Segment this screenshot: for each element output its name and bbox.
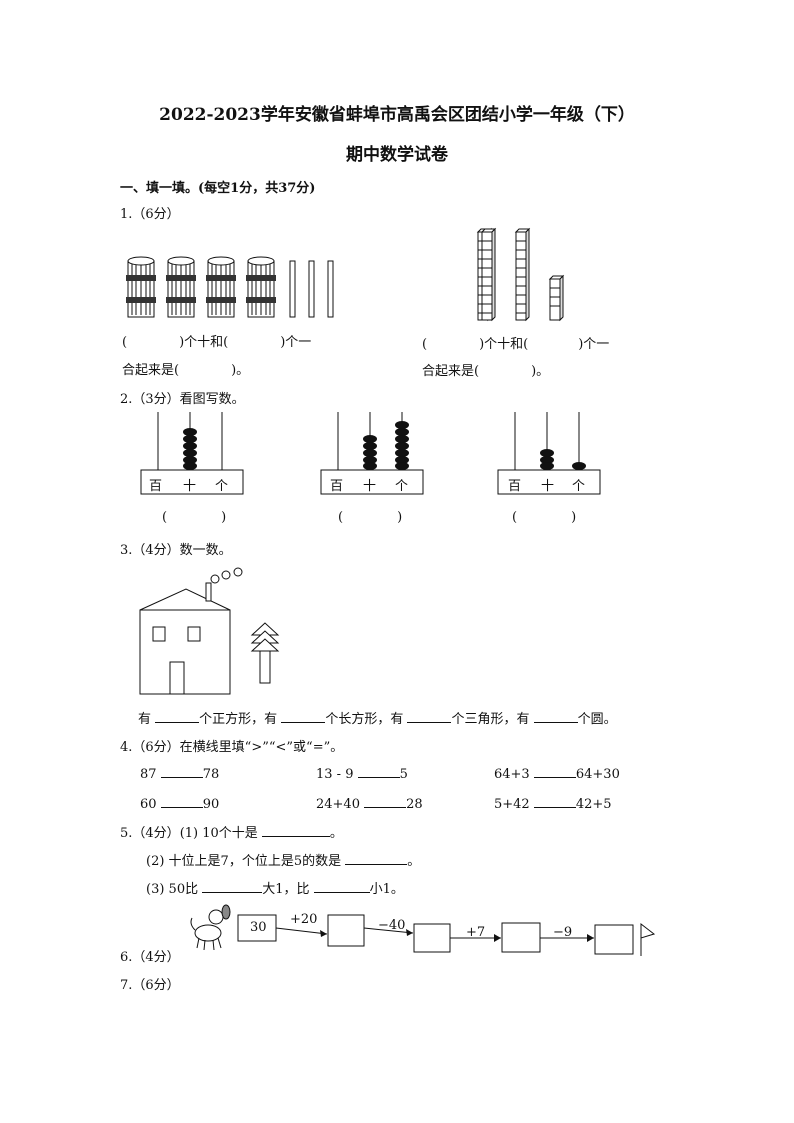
question-5-part3: (3) 50比 大1，比 小1。 <box>146 882 404 897</box>
abacus-1-answer: () <box>162 510 227 525</box>
compare-item: 64+3 64+30 <box>494 767 620 782</box>
q1-left-line1: ()个十和()个一 <box>122 335 312 350</box>
abacus-2-label-tens: 十 <box>363 479 377 494</box>
abacus-2 <box>320 412 424 495</box>
ten-blocks-figure <box>476 227 565 322</box>
question-3-label: 3.（4分）数一数。 <box>120 543 232 558</box>
chain-op-4: −9 <box>553 925 573 940</box>
abacus-3-answer: () <box>512 510 577 525</box>
abacus-2-label-hundreds: 百 <box>330 479 344 494</box>
question-6-label: 6.（4分） <box>120 950 180 965</box>
question-4-label: 4.（6分）在横线里填“>”“<”或“=”。 <box>120 740 344 755</box>
page-title: 2022-2023学年安徽省蚌埠市高禹会区团结小学一年级（下） <box>159 105 635 125</box>
chain-op-1: +20 <box>290 912 318 927</box>
chain-start-value: 30 <box>250 920 267 935</box>
chain-op-3: +7 <box>466 925 486 940</box>
compare-item: 5+42 42+5 <box>494 797 612 812</box>
house-and-tree-figure <box>139 567 280 695</box>
chain-op-2: −40 <box>378 918 406 933</box>
abacus-1-label-hundreds: 百 <box>149 479 163 494</box>
bundled-sticks-figure <box>126 256 334 318</box>
compare-item: 87 78 <box>140 767 220 782</box>
abacus-2-label-ones: 个 <box>395 479 409 494</box>
compare-item: 13 - 9 5 <box>316 767 408 782</box>
abacus-3-label-hundreds: 百 <box>508 479 522 494</box>
question-5-part2: (2) 十位上是7，个位上是5的数是 。 <box>146 854 421 869</box>
question-5-part1: 5.（4分）(1) 10个十是 。 <box>120 826 343 841</box>
dog-icon <box>190 904 231 951</box>
section-heading: 一、填一填。(每空1分，共37分) <box>120 181 316 196</box>
q1-right-line2: 合起来是()。 <box>422 364 550 379</box>
compare-item: 24+40 28 <box>316 797 423 812</box>
abacus-3-label-ones: 个 <box>572 479 586 494</box>
abacus-2-answer: () <box>338 510 403 525</box>
question-2-label: 2.（3分）看图写数。 <box>120 392 245 407</box>
q1-right-line1: ()个十和()个一 <box>422 337 610 352</box>
q3-answer-sentence: 有 个正方形，有 个长方形，有 个三角形，有 个圆。 <box>138 712 617 727</box>
q1-left-line2: 合起来是()。 <box>122 363 250 378</box>
abacus-1-label-tens: 十 <box>183 479 197 494</box>
page-subtitle: 期中数学试卷 <box>346 145 448 165</box>
abacus-3-label-tens: 十 <box>541 479 555 494</box>
abacus-1-label-ones: 个 <box>215 479 229 494</box>
abacus-3 <box>497 412 601 495</box>
abacus-1 <box>140 412 244 495</box>
question-1-label: 1.（6分） <box>120 207 180 222</box>
question-7-label: 7.（6分） <box>120 978 180 993</box>
compare-item: 60 90 <box>140 797 220 812</box>
number-chain-figure <box>190 904 656 956</box>
